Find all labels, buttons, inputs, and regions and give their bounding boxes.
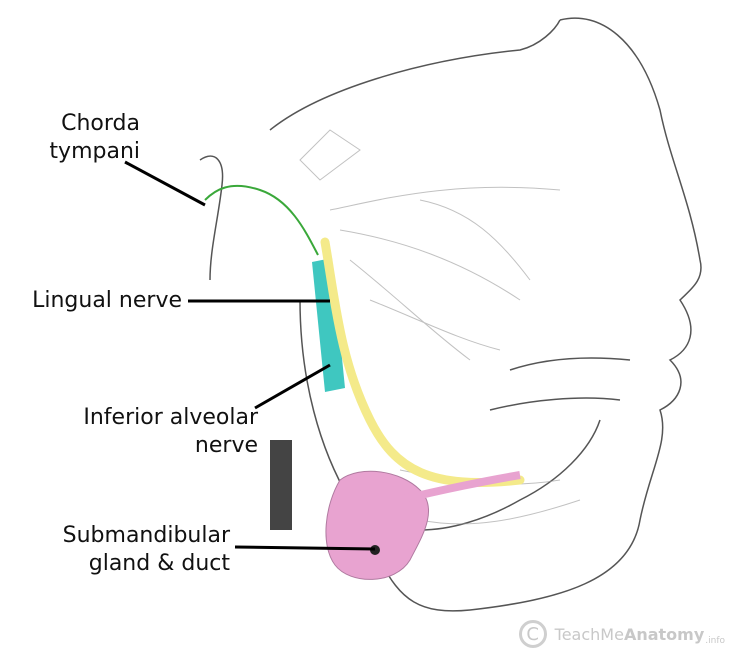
label-submandibular: Submandibular gland & duct — [20, 522, 230, 578]
teeth-upper — [509, 357, 631, 371]
label-line: tympani — [49, 139, 140, 164]
watermark-suffix: .info — [705, 636, 725, 646]
label-chorda-tympani: Chorda tympani — [20, 110, 140, 166]
watermark-brand-bold: Anatomy — [623, 624, 705, 644]
teeth-lower — [489, 397, 621, 411]
inferior-alveolar-nerve — [312, 258, 345, 392]
label-line: nerve — [194, 433, 258, 458]
skull-outline — [269, 19, 561, 131]
label-line: Inferior alveolar — [83, 405, 258, 430]
label-line: gland & duct — [88, 551, 230, 576]
lingual-nerve — [320, 237, 525, 487]
label-line: Submandibular — [62, 523, 230, 548]
face-outline — [379, 17, 702, 612]
label-inferior-alveolar-nerve: Inferior alveolar nerve — [20, 404, 258, 460]
label-lingual-nerve: Lingual nerve — [32, 288, 182, 313]
copyright-icon: C — [518, 620, 547, 648]
watermark-brand-light: TeachMe — [554, 624, 624, 644]
leader-lines — [124, 160, 376, 551]
chorda-tympani-nerve — [204, 184, 319, 256]
submandibular-gland — [325, 470, 430, 580]
ear-canal — [199, 155, 224, 281]
label-line: Chorda — [61, 111, 140, 136]
vessel — [270, 440, 292, 530]
submandibular-duct — [399, 471, 521, 504]
